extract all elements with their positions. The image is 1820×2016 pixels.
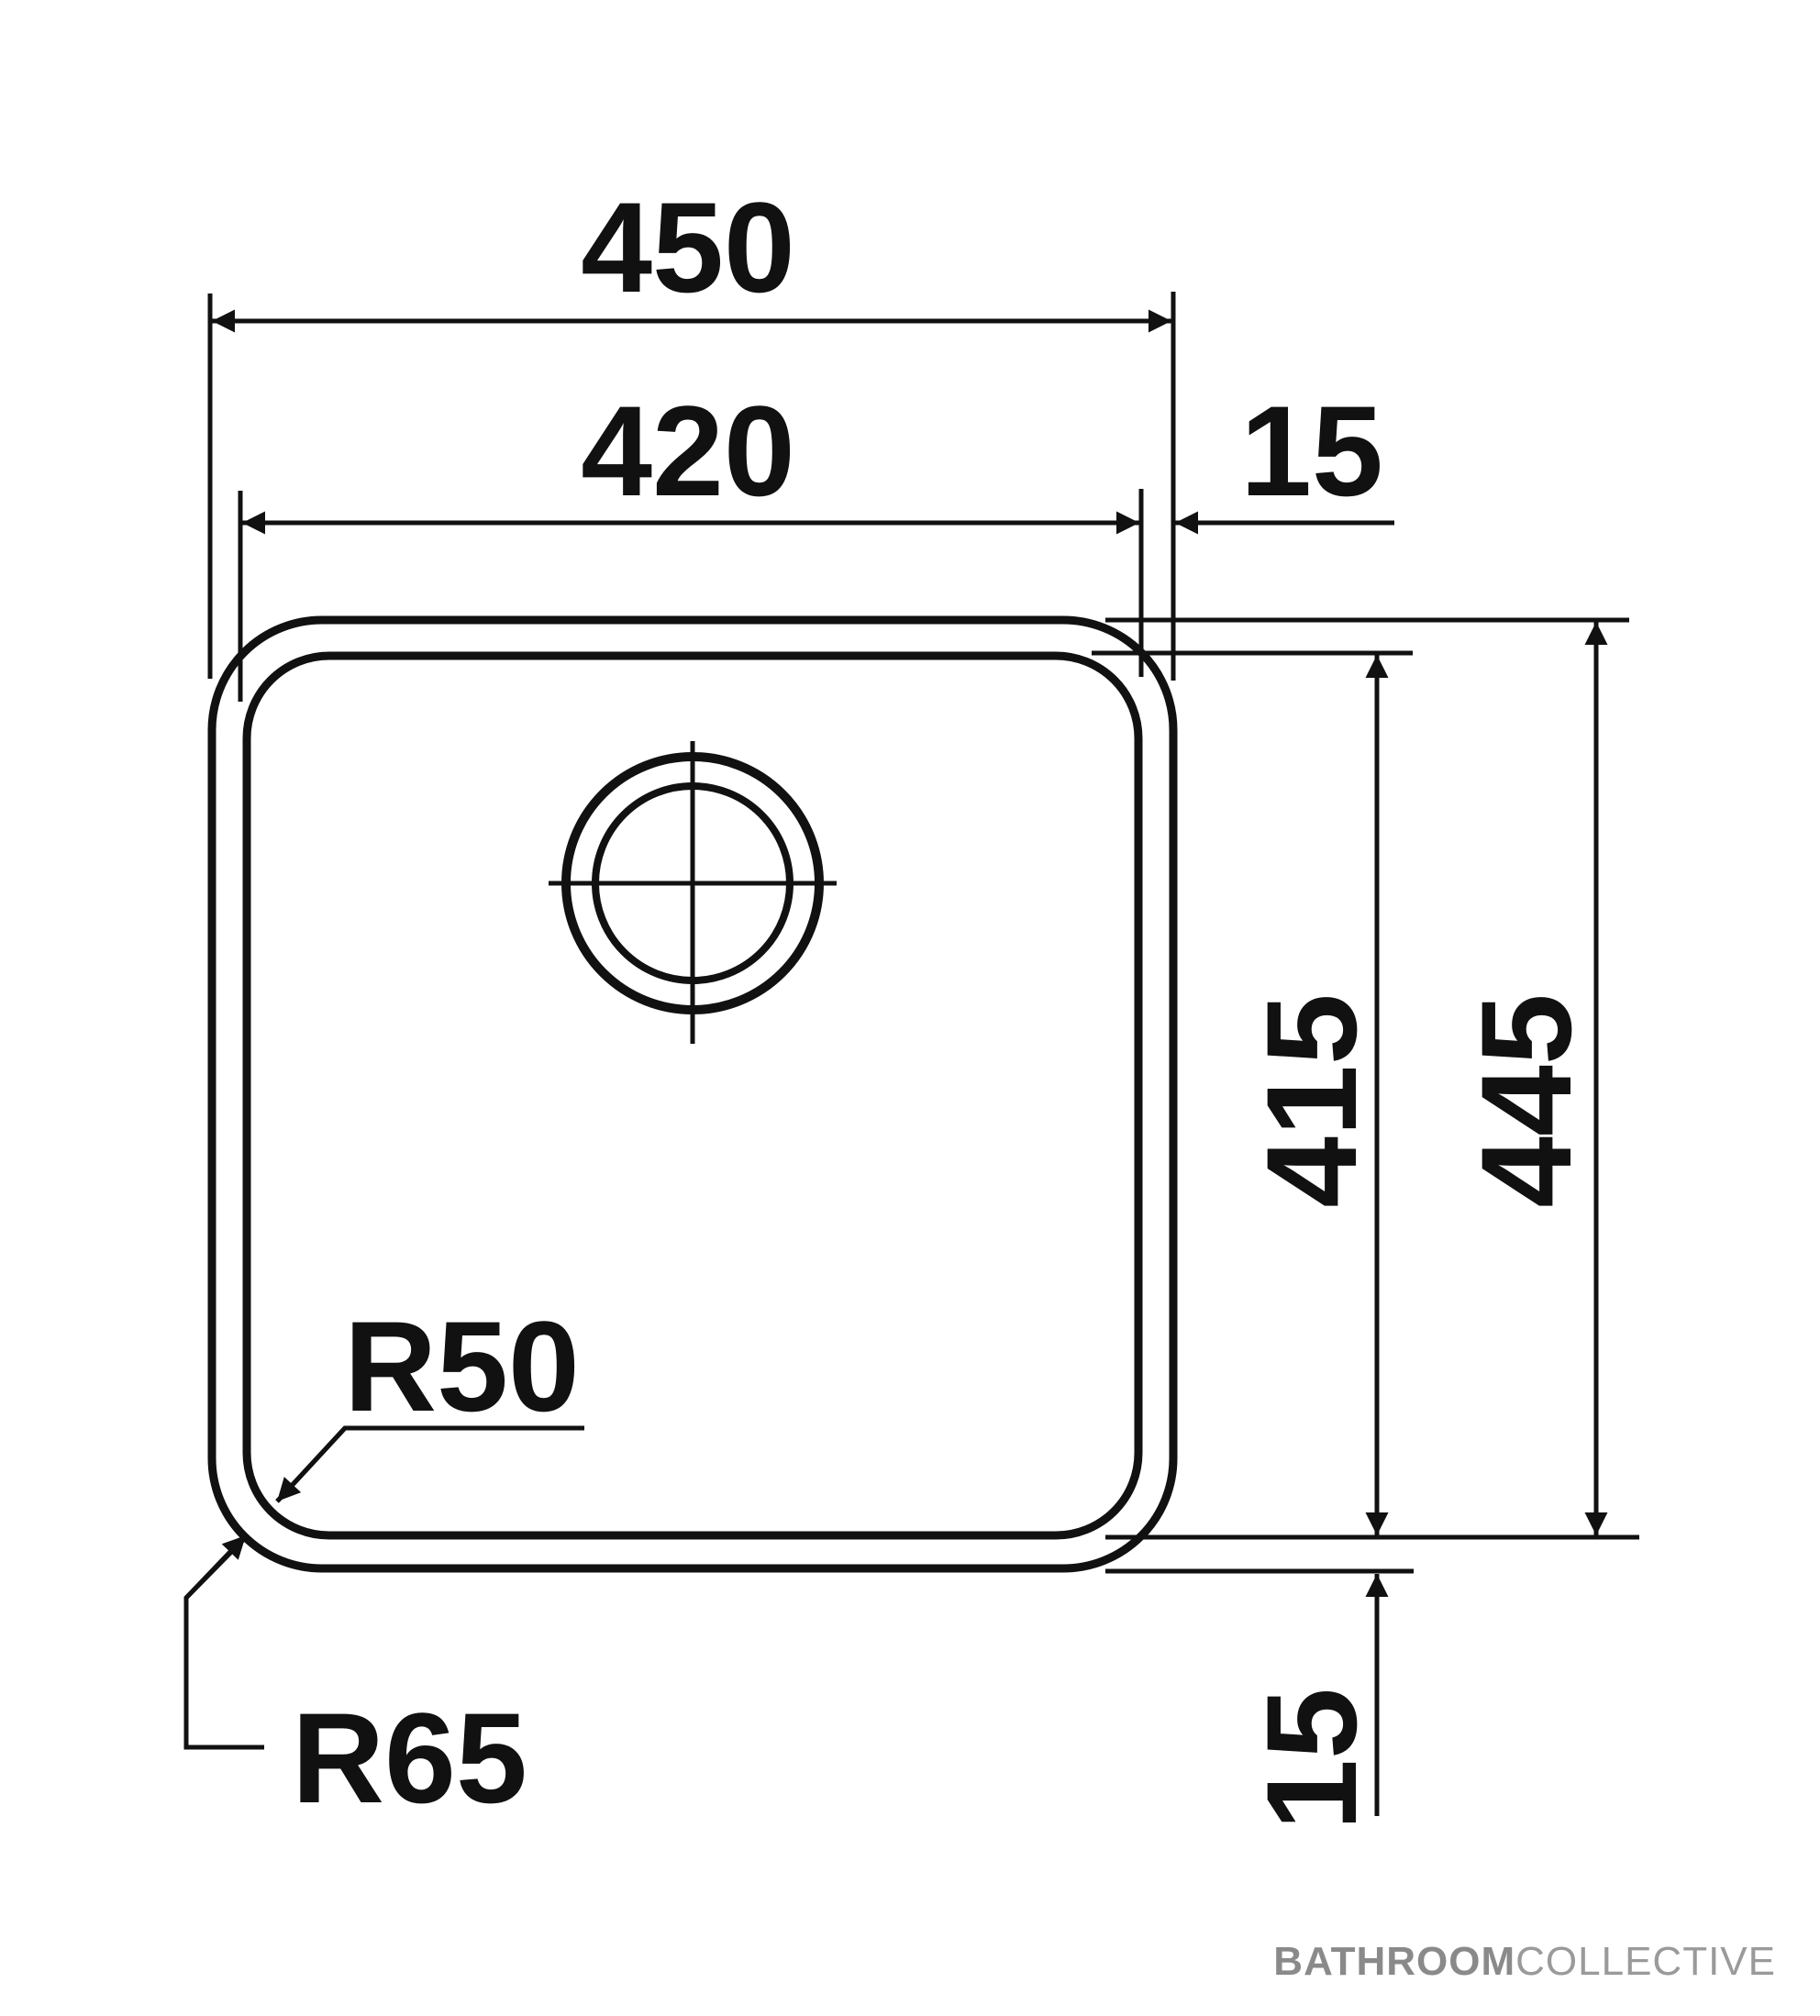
dim-label-415: 415 [1239, 993, 1383, 1208]
leader-r50 [276, 1425, 584, 1502]
dim-label-15-bottom: 15 [1239, 1688, 1383, 1831]
dim-label-r50: R50 [344, 1294, 580, 1438]
brand-logo: BATHROOMCOLLECTIVE [1273, 1939, 1776, 1985]
dim-label-445: 445 [1454, 993, 1598, 1208]
inner-sink-bowl [242, 651, 1143, 1540]
leader-r65-arrow [184, 1534, 248, 1600]
dim-label-r65: R65 [292, 1686, 527, 1830]
dim-label-450: 450 [581, 175, 795, 319]
leader-r65 [183, 1535, 264, 1750]
dimension-lines [183, 309, 1608, 1816]
outer-sink-edge [207, 615, 1178, 1573]
dim-label-420: 420 [581, 379, 795, 523]
sink-outline [207, 615, 1178, 1573]
extension-lines [207, 292, 1639, 1574]
drain-icon [549, 741, 837, 1044]
brand-secondary: COLLECTIVE [1515, 1939, 1776, 1984]
dim-label-15-top: 15 [1240, 379, 1383, 523]
leader-r50-arrow [275, 1426, 347, 1503]
brand-primary: BATHROOM [1273, 1939, 1516, 1984]
